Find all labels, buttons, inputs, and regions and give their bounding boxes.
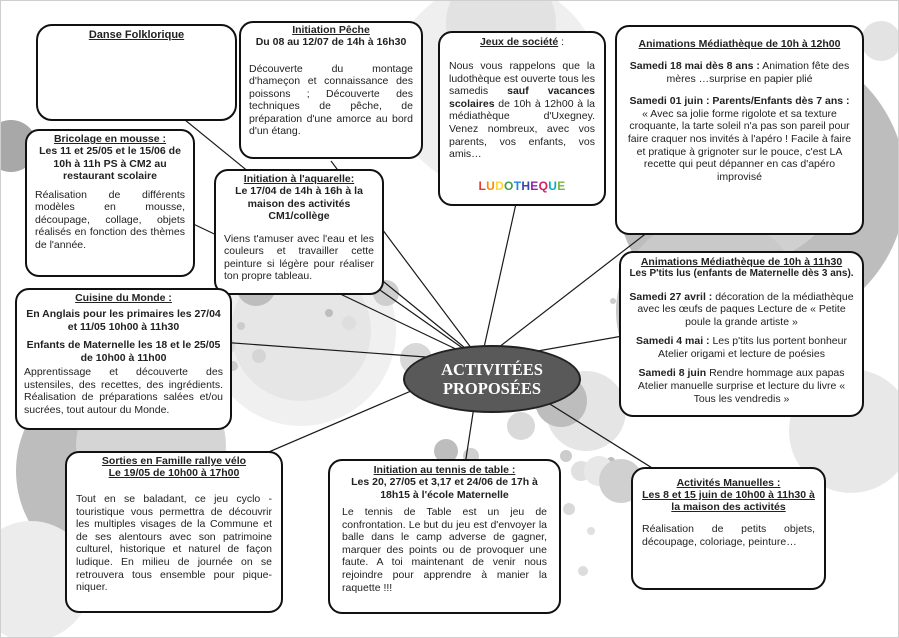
anim2-p1-bold: Samedi 27 avril : bbox=[629, 290, 713, 303]
anim2-title: Animations Médiathèque de 10h à 11h30 bbox=[640, 256, 843, 268]
anim2-p2-bold: Samedi 4 mai : bbox=[636, 335, 710, 348]
jeux-text-before: Nous vous rappelons que la ludothèque es… bbox=[449, 60, 595, 98]
tennis-title: Initiation au tennis de table : bbox=[373, 464, 516, 476]
ludotheque-logo-letter: H bbox=[521, 178, 531, 193]
anim1-title: Animations Médiathèque de 10h à 12h00 bbox=[638, 38, 841, 50]
aquarelle-dates: Le 17/04 de 14h à 16h à la maison des ac… bbox=[235, 185, 363, 222]
center-title-line2: PROPOSÉES bbox=[442, 379, 542, 398]
cuisine-du-monde-box: Cuisine du Monde : En Anglais pour les p… bbox=[15, 288, 232, 430]
sorties-description: Tout en se baladant, ce jeu cyclo - tour… bbox=[76, 493, 272, 594]
anim2-paragraph-1: Samedi 27 avril : décoration de la média… bbox=[627, 291, 856, 329]
peche-description: Découverte du montage d'hameçon et conna… bbox=[249, 62, 413, 138]
anim1-p1-text: Animation fête des mères …surprise en pa… bbox=[666, 60, 850, 85]
tennis-dates: Les 20, 27/05 et 3,17 et 24/06 de 17h à … bbox=[351, 476, 538, 501]
ludotheque-logo-letter: Q bbox=[538, 178, 549, 193]
ludotheque-logo-letter: T bbox=[513, 178, 522, 193]
manuelles-dates: Les 8 et 15 juin de 10h00 à 11h30 à la m… bbox=[642, 489, 815, 513]
animations-mediatheque-2-box: Animations Médiathèque de 10h à 11h30 Le… bbox=[619, 251, 864, 417]
manuelles-title: Activités Manuelles : bbox=[676, 477, 781, 489]
tennis-description: Le tennis de Table est un jeu de confron… bbox=[342, 506, 547, 594]
ludotheque-logo-letter: L bbox=[478, 178, 487, 193]
danse-title: Danse Folklorique bbox=[88, 29, 185, 41]
anim2-p3-bold: Samedi 8 juin bbox=[638, 367, 707, 380]
ludotheque-logo-letter: U bbox=[486, 178, 496, 193]
anim1-paragraph-1: Samedi 18 mai dès 8 ans : Animation fête… bbox=[626, 60, 853, 85]
activites-manuelles-box: Activités Manuelles : Les 8 et 15 juin d… bbox=[631, 467, 826, 590]
cuisine-title: Cuisine du Monde : bbox=[75, 292, 172, 304]
ludotheque-logo-letter: D bbox=[495, 178, 505, 193]
bricolage-mousse-box: Bricolage en mousse : Les 11 et 25/05 et… bbox=[25, 129, 195, 277]
danse-folklorique-box: Danse Folklorique bbox=[36, 24, 237, 121]
anim2-subtitle: Les P'tits lus (enfants de Maternelle dè… bbox=[629, 268, 854, 279]
jeux-de-societe-box: Jeux de société : Nous vous rappelons qu… bbox=[438, 31, 606, 206]
anim2-paragraph-3: Samedi 8 juin Rendre hommage aux papas A… bbox=[627, 367, 856, 405]
anim2-p3-text: Rendre hommage aux papas Atelier manuell… bbox=[637, 367, 846, 405]
ludotheque-logo-letter: U bbox=[548, 178, 558, 193]
cuisine-line-1: En Anglais pour les primaires les 27/04 … bbox=[26, 308, 221, 333]
jeux-title: Jeux de société bbox=[479, 36, 559, 48]
anim1-p1-bold: Samedi 18 mai dès 8 ans : bbox=[629, 60, 760, 72]
initiation-peche-box: Initiation Pêche Du 08 au 12/07 de 14h à… bbox=[239, 21, 423, 159]
manuelles-description: Réalisation de petits objets, découpage,… bbox=[642, 523, 815, 548]
sorties-title: Sorties en Famille rallye vélo bbox=[101, 455, 247, 467]
bricolage-title: Bricolage en mousse : bbox=[53, 133, 167, 145]
center-title-line1: ACTIVITÉES bbox=[441, 360, 543, 379]
animations-mediatheque-1-box: Animations Médiathèque de 10h à 12h00 Sa… bbox=[615, 25, 864, 235]
anim2-p2-text: Les p'tits lus portent bonheur Atelier o… bbox=[658, 335, 847, 360]
ludotheque-logo-letter: E bbox=[530, 178, 539, 193]
ludotheque-logo-letter: O bbox=[504, 178, 514, 193]
jeux-text-bold: sauf vacances scolaires bbox=[449, 85, 595, 110]
ludotheque-logo-letter: E bbox=[557, 178, 566, 193]
center-title: ACTIVITÉES PROPOSÉES bbox=[403, 345, 581, 413]
cuisine-line-2: Enfants de Maternelle les 18 et le 25/05… bbox=[26, 339, 221, 364]
initiation-aquarelle-box: Initiation à l'aquarelle: Le 17/04 de 14… bbox=[214, 169, 384, 295]
bricolage-dates: Les 11 et 25/05 et le 15/06 de 10h à 11h… bbox=[39, 145, 181, 182]
anim1-p2-bold: Samedi 01 juin : Parents/Enfants dès 7 a… bbox=[629, 95, 850, 108]
jeux-text-after: de 10h à 12h00 à la médiathèque d'Uxegne… bbox=[449, 97, 595, 161]
anim2-p1-text: décoration de la médiathèque avec les œu… bbox=[637, 290, 854, 328]
bricolage-description: Réalisation de différents modèles en mou… bbox=[35, 188, 185, 251]
peche-title: Initiation Pêche bbox=[292, 24, 370, 36]
sorties-famille-box: Sorties en Famille rallye vélo Le 19/05 … bbox=[65, 451, 283, 613]
sorties-dates: Le 19/05 de 10h00 à 17h00 bbox=[108, 467, 240, 479]
jeux-title-colon: : bbox=[558, 36, 565, 48]
jeux-title-line: Jeux de société : bbox=[449, 36, 595, 48]
tennis-de-table-box: Initiation au tennis de table : Les 20, … bbox=[328, 459, 561, 614]
peche-dates: Du 08 au 12/07 de 14h à 16h30 bbox=[255, 36, 407, 48]
cuisine-description: Apprentissage et découverte des ustensil… bbox=[24, 366, 223, 416]
anim2-paragraph-2: Samedi 4 mai : Les p'tits lus portent bo… bbox=[627, 335, 856, 360]
anim1-p2-text: « Avec sa jolie forme rigolote et sa tex… bbox=[627, 107, 852, 183]
aquarelle-title: Initiation à l'aquarelle: bbox=[243, 173, 355, 185]
jeux-description: Nous vous rappelons que la ludothèque es… bbox=[449, 60, 595, 161]
aquarelle-description: Viens t'amuser avec l'eau et les couleur… bbox=[224, 232, 374, 283]
